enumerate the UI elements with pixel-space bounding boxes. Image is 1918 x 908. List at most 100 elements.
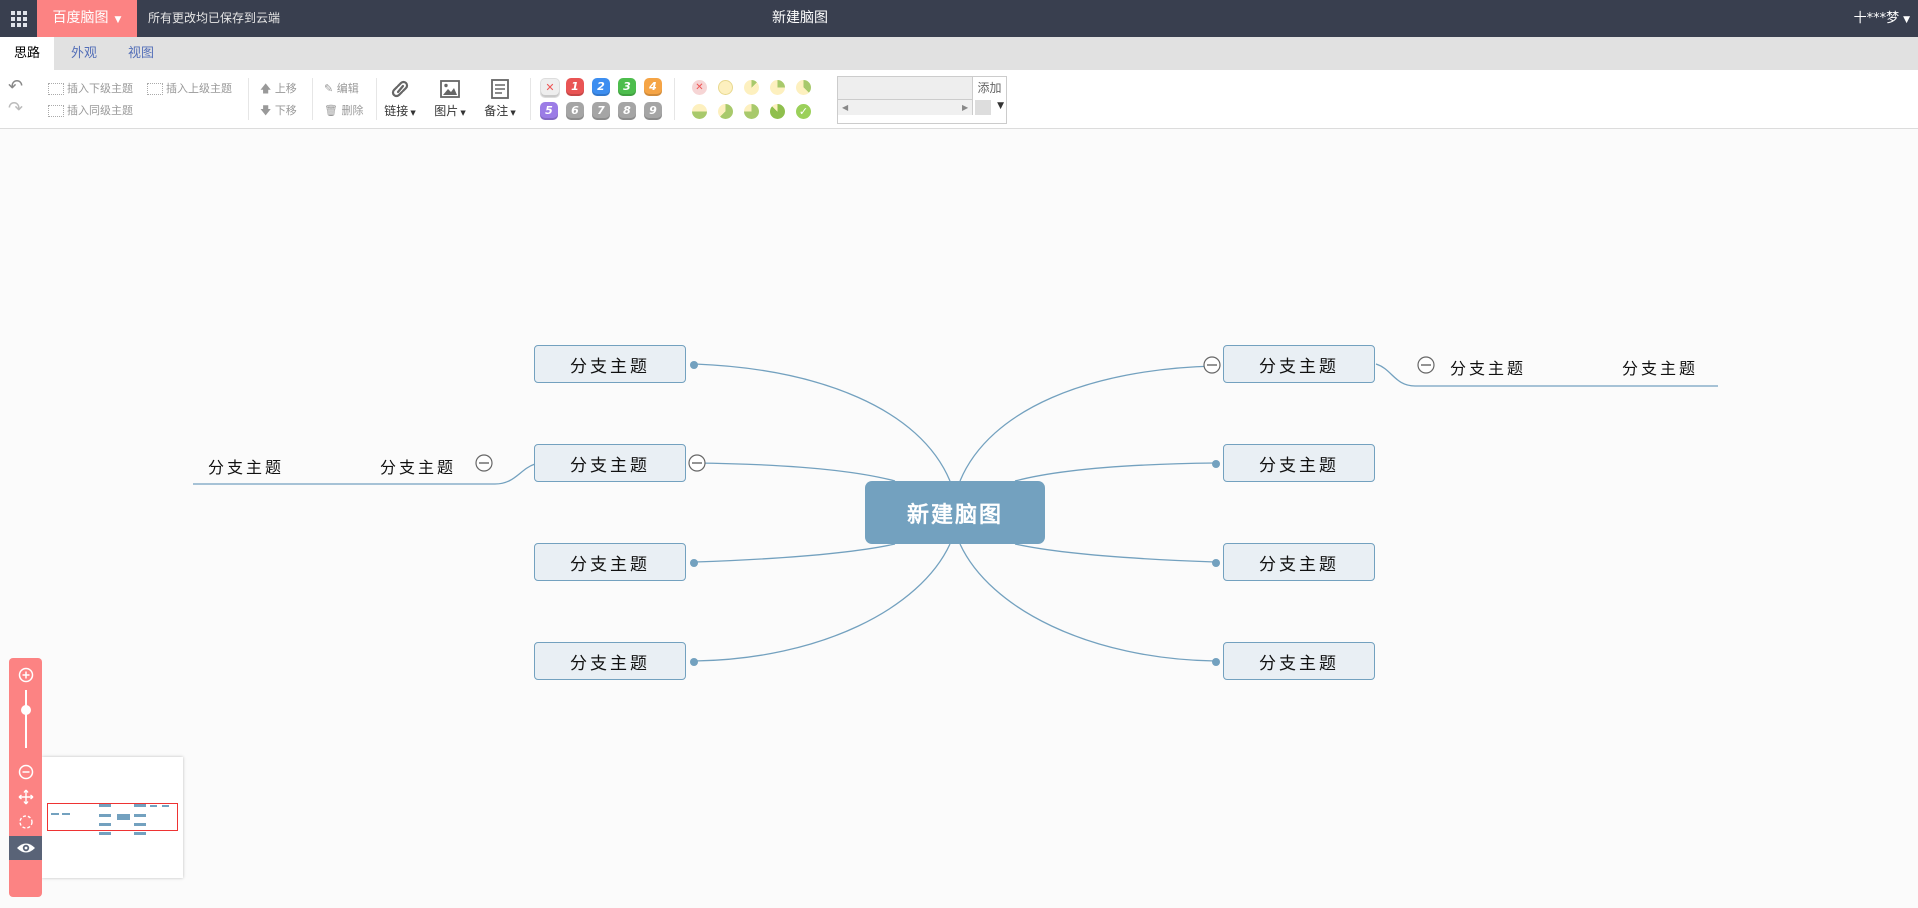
priority-1-icon[interactable]: 1 — [566, 78, 584, 96]
delete-button[interactable]: 🗑 删除 — [324, 102, 363, 118]
redo-icon[interactable]: ↷ — [8, 98, 24, 119]
insert-parent-button[interactable]: 插入上级主题 — [147, 80, 232, 96]
branch-node[interactable]: 分支主题 — [1223, 444, 1375, 482]
apps-grid-icon[interactable] — [0, 0, 37, 37]
remove-progress-icon[interactable]: ✕ — [692, 80, 707, 95]
tab-idea[interactable]: 思路 — [0, 37, 55, 70]
sub-topic-node[interactable]: 分支主题 — [1450, 359, 1527, 378]
root-node[interactable]: 新建脑图 — [865, 481, 1045, 544]
resource-scrollbar[interactable]: ◀ ▶ — [838, 100, 973, 115]
priority-9-icon[interactable]: 9 — [644, 102, 662, 120]
insert-child-icon — [48, 83, 64, 95]
zoom-slider-handle[interactable] — [21, 705, 31, 715]
resource-add-button[interactable]: 添加 — [977, 81, 1002, 95]
branch-node[interactable]: 分支主题 — [1223, 543, 1375, 581]
priority-8-icon[interactable]: 8 — [618, 102, 636, 120]
document-title[interactable]: 新建脑图 — [772, 10, 828, 26]
scroll-right-icon[interactable]: ▶ — [962, 103, 969, 112]
arrow-down-icon: 🡇 — [260, 104, 272, 117]
priority-6-icon[interactable]: 6 — [566, 102, 584, 120]
chevron-down-icon: ▼ — [410, 109, 416, 117]
remove-priority-icon[interactable]: ✕ — [540, 78, 560, 98]
chevron-down-icon[interactable]: ▼ — [997, 101, 1004, 111]
image-icon — [428, 76, 472, 102]
resource-input[interactable] — [838, 77, 973, 100]
divider — [530, 78, 531, 120]
sub-topic-node[interactable]: 分支主题 — [380, 458, 457, 477]
user-menu[interactable]: 十***梦▼ — [1854, 0, 1910, 39]
minimap-viewport[interactable] — [47, 803, 178, 831]
divider — [674, 78, 675, 120]
insert-parent-icon — [147, 83, 163, 95]
link-label: 链接 — [384, 104, 409, 118]
progress-0-icon[interactable] — [718, 80, 733, 95]
note-label: 备注 — [484, 104, 509, 118]
zoom-in-icon[interactable] — [17, 666, 34, 683]
zoom-slider-track[interactable] — [25, 690, 27, 748]
connector-lines — [193, 356, 1718, 666]
progress-7-icon[interactable] — [770, 104, 785, 119]
chevron-down-icon: ▼ — [460, 109, 466, 117]
undo-icon[interactable]: ↶ — [8, 76, 24, 97]
tab-view[interactable]: 视图 — [128, 46, 155, 61]
move-up-label: 上移 — [274, 82, 297, 95]
insert-sibling-label: 插入同级主题 — [67, 104, 133, 117]
minimap[interactable] — [42, 757, 183, 878]
scroll-left-icon[interactable]: ◀ — [842, 103, 849, 112]
insert-parent-label: 插入上级主题 — [166, 82, 232, 95]
priority-3-icon[interactable]: 3 — [618, 78, 636, 96]
note-button[interactable]: 备注▼ — [478, 76, 522, 119]
edit-button[interactable]: ✎ 编辑 — [324, 80, 359, 96]
divider — [248, 78, 249, 120]
progress-6-icon[interactable] — [744, 104, 759, 119]
user-name: 十***梦 — [1853, 11, 1900, 26]
edit-icon: ✎ — [324, 82, 334, 95]
priority-7-icon[interactable]: 7 — [592, 102, 610, 120]
image-button[interactable]: 图片▼ — [428, 76, 472, 119]
chevron-down-icon: ▼ — [114, 15, 122, 25]
progress-4-icon[interactable] — [692, 104, 707, 119]
tab-bar: 思路 外观 视图 — [0, 37, 1918, 70]
resource-swatch — [975, 100, 991, 115]
sub-topic-node[interactable]: 分支主题 — [1622, 359, 1699, 378]
sub-topic-node[interactable]: 分支主题 — [208, 458, 285, 477]
progress-done-icon[interactable]: ✓ — [796, 104, 811, 119]
zoom-out-icon[interactable] — [17, 763, 34, 780]
trash-icon: 🗑 — [324, 104, 338, 117]
divider — [376, 78, 377, 120]
brand-menu-button[interactable]: 百度脑图▼ — [37, 0, 137, 37]
save-status: 所有更改均已保存到云端 — [148, 11, 281, 25]
branch-node[interactable]: 分支主题 — [534, 345, 686, 383]
resource-box: 添加 ◀ ▶ ▼ — [837, 76, 1007, 124]
move-up-button[interactable]: 🡅 上移 — [260, 80, 297, 99]
priority-2-icon[interactable]: 2 — [592, 78, 610, 96]
progress-5-icon[interactable] — [718, 104, 733, 119]
priority-4-icon[interactable]: 4 — [644, 78, 662, 96]
progress-2-icon[interactable] — [770, 80, 785, 95]
locate-root-icon[interactable] — [17, 813, 34, 830]
branch-node[interactable]: 分支主题 — [534, 642, 686, 680]
move-icon[interactable] — [17, 788, 34, 805]
note-icon — [478, 76, 522, 102]
branch-node[interactable]: 分支主题 — [534, 543, 686, 581]
tab-appearance[interactable]: 外观 — [71, 46, 98, 61]
link-icon — [378, 76, 422, 102]
branch-node[interactable]: 分支主题 — [1223, 345, 1375, 383]
branch-node[interactable]: 分支主题 — [534, 444, 686, 482]
edit-label: 编辑 — [336, 82, 359, 95]
priority-5-icon[interactable]: 5 — [540, 102, 558, 120]
divider — [312, 78, 313, 120]
zoom-panel — [9, 658, 42, 897]
toolbar-ribbon: ↶ ↷ 插入下级主题 插入上级主题 插入同级主题 🡅 上移 🡇 下移 ✎ 编辑 … — [0, 70, 1918, 129]
progress-1-icon[interactable] — [744, 80, 759, 95]
insert-child-button[interactable]: 插入下级主题 — [48, 80, 133, 96]
insert-sibling-button[interactable]: 插入同级主题 — [48, 102, 133, 118]
progress-3-icon[interactable] — [796, 80, 811, 95]
branch-node[interactable]: 分支主题 — [1223, 642, 1375, 680]
move-down-button[interactable]: 🡇 下移 — [260, 102, 297, 121]
eye-icon[interactable] — [9, 836, 42, 860]
insert-sibling-icon — [48, 105, 64, 117]
link-button[interactable]: 链接▼ — [378, 76, 422, 119]
image-label: 图片 — [434, 104, 459, 118]
chevron-down-icon: ▼ — [1903, 15, 1910, 25]
